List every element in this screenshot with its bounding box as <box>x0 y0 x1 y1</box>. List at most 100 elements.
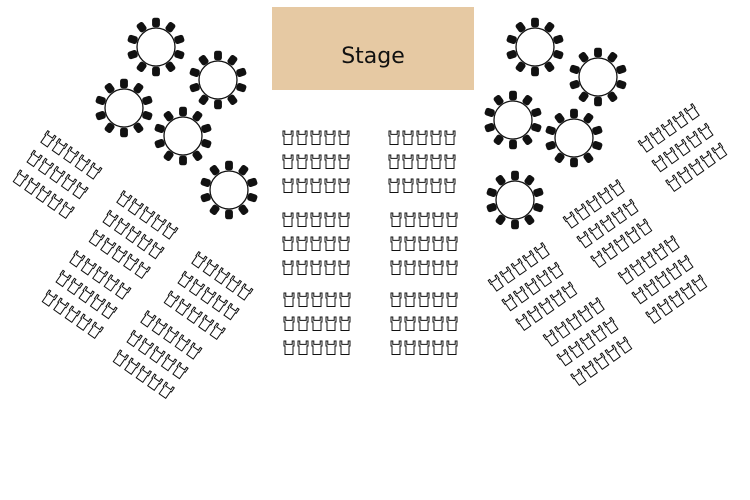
stage: Stage <box>272 7 474 90</box>
chair <box>35 185 53 203</box>
table-top <box>515 27 555 67</box>
table-chair <box>209 204 220 216</box>
chair <box>526 305 543 324</box>
table-chair <box>238 204 249 216</box>
chair <box>325 292 337 307</box>
seating-section-center-right-front <box>388 130 456 193</box>
chair <box>78 285 95 304</box>
chair <box>565 313 582 331</box>
chair <box>324 130 336 145</box>
chair <box>282 130 294 145</box>
seating-section-right-wing-1 <box>637 102 728 193</box>
chair <box>297 292 309 307</box>
chair <box>390 212 402 227</box>
chair <box>432 236 444 251</box>
chair <box>402 130 414 145</box>
chair <box>324 236 336 251</box>
chair <box>136 233 154 252</box>
table-chair <box>247 193 258 203</box>
chair <box>66 277 84 296</box>
chair <box>137 337 155 356</box>
seating-section-right-wing-4 <box>487 241 578 332</box>
table-chair <box>616 80 627 90</box>
chair <box>404 316 416 331</box>
chair <box>310 260 322 275</box>
chair <box>191 250 208 269</box>
chair <box>645 306 662 325</box>
chair <box>590 324 608 343</box>
chair <box>560 281 578 299</box>
round-table-right-table-4 <box>545 108 603 168</box>
table-chair <box>154 139 165 149</box>
chair <box>211 294 229 313</box>
chair <box>24 177 41 195</box>
chair <box>296 130 308 145</box>
table-chair <box>522 134 533 146</box>
chair <box>125 225 142 244</box>
seating-section-right-wing-2 <box>562 178 653 269</box>
chair <box>12 169 30 187</box>
chair <box>418 292 430 307</box>
chair <box>123 253 140 272</box>
chair <box>432 292 444 307</box>
table-chair <box>133 122 144 134</box>
chair <box>310 154 322 169</box>
chair <box>432 340 444 355</box>
chair <box>432 260 444 275</box>
chair <box>676 166 693 185</box>
table-chair <box>583 152 594 164</box>
chair <box>311 340 323 355</box>
chair <box>311 292 323 307</box>
chair <box>148 241 165 260</box>
seating-section-left-wing-5 <box>112 309 203 400</box>
chair <box>147 373 164 392</box>
chair <box>390 316 402 331</box>
chair <box>296 178 308 193</box>
round-table-right-table-3 <box>484 90 542 150</box>
table-chair <box>486 187 497 197</box>
chair <box>628 259 646 277</box>
chair <box>576 230 593 249</box>
table-chair <box>247 177 258 187</box>
table-chair <box>152 17 160 28</box>
table-chair <box>120 78 128 89</box>
seating-section-left-wing-2 <box>88 189 179 280</box>
chair <box>390 236 402 251</box>
table-chair <box>493 134 504 146</box>
chair <box>446 316 458 331</box>
chair <box>651 243 669 261</box>
round-table-right-table-2 <box>569 47 627 107</box>
chair <box>404 340 416 355</box>
table-chair <box>569 64 580 74</box>
chair <box>135 365 153 383</box>
table-chair <box>201 123 212 133</box>
table-chair <box>225 160 233 171</box>
seating-section-center-left-back <box>283 292 351 355</box>
chair <box>223 302 240 321</box>
chair <box>51 138 69 156</box>
chair <box>610 206 628 225</box>
chair <box>631 286 648 305</box>
stage-label: Stage <box>341 44 405 69</box>
chair <box>576 305 594 323</box>
chair <box>47 193 64 212</box>
chair <box>651 154 668 173</box>
seating-section-left-wing-4 <box>163 250 254 341</box>
chair <box>89 293 107 312</box>
chair <box>296 260 308 275</box>
chair <box>524 277 541 296</box>
chair <box>416 130 428 145</box>
table-chair <box>522 94 533 106</box>
chair <box>339 316 351 331</box>
chair <box>282 236 294 251</box>
chair <box>656 298 673 317</box>
chair <box>86 162 103 180</box>
chair <box>53 297 70 315</box>
chair <box>324 212 336 227</box>
round-table-left-table-5 <box>200 160 258 220</box>
seating-section-center-left-middle <box>282 212 350 275</box>
chair <box>72 181 89 200</box>
table-chair <box>95 95 106 105</box>
chair <box>667 290 685 308</box>
chair <box>404 212 416 227</box>
